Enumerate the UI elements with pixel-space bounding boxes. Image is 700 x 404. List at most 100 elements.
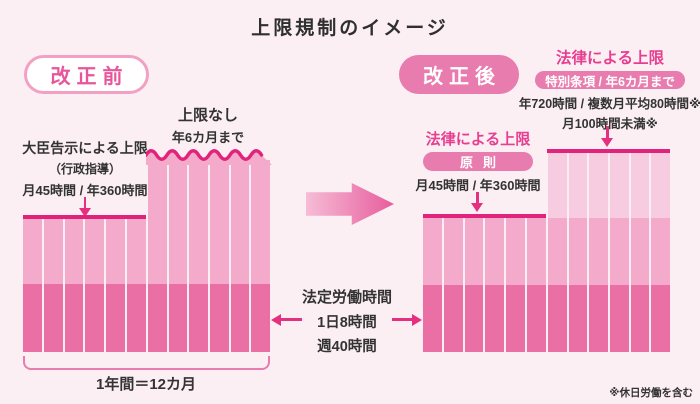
- transition-arrow-icon: [306, 183, 394, 225]
- statutory-line3: 週40時間: [317, 339, 377, 355]
- month-bar-segment-overtime: [64, 219, 84, 284]
- month-bar-segment-overtime: [148, 160, 167, 284]
- month-bar-segment-statutory: [443, 285, 463, 352]
- month-bar: [443, 218, 463, 352]
- month-bar: [210, 160, 229, 352]
- holiday-work-footnote: ※休日労働を含む: [609, 387, 693, 399]
- before-revision-badge: 改正前: [24, 55, 149, 94]
- one-year-label: 1年間＝12カ月: [95, 376, 197, 393]
- month-bar-segment-special_provision: [610, 153, 629, 218]
- before-chart-minister-capped-months: [23, 219, 146, 352]
- month-bar: [464, 218, 484, 352]
- month-bar-segment-statutory: [527, 285, 546, 352]
- minister-cap-annotation: 大臣告示による上限 （行政指導） 月45時間 / 年360時間: [5, 138, 165, 199]
- special-arrow-line: [606, 126, 609, 139]
- month-bar: [43, 219, 63, 352]
- before-principle-cap-line: [23, 215, 146, 219]
- month-bar-segment-statutory: [423, 285, 442, 352]
- statutory-arrow-left-icon: [271, 313, 281, 326]
- after-special-cap-line: [547, 149, 670, 153]
- after-chart-special-months: [548, 153, 671, 352]
- month-bar: [506, 218, 526, 352]
- page-title: 上限規制のイメージ: [251, 18, 449, 39]
- month-bar: [548, 153, 567, 352]
- legal-cap-special-annotation: 法律による上限 特別条項 / 年6カ月まで 年720時間 / 複数月平均80時間…: [518, 46, 700, 132]
- principle-arrow-line: [476, 192, 479, 204]
- month-bar-segment-statutory: [127, 284, 146, 352]
- month-bar-segment-overtime: [464, 218, 484, 285]
- month-bar-segment-statutory: [230, 284, 250, 352]
- month-bar-segment-overtime: [485, 218, 505, 285]
- month-bar-segment-overtime: [527, 218, 546, 285]
- statutory-arrow-right-icon: [412, 313, 422, 326]
- month-bar: [189, 160, 209, 352]
- month-bar-segment-overtime: [610, 218, 629, 285]
- month-bar-segment-statutory: [168, 284, 188, 352]
- month-bar-segment-statutory: [148, 284, 167, 352]
- month-bar-segment-statutory: [251, 284, 271, 352]
- month-bar-segment-overtime: [168, 160, 188, 284]
- month-bar-segment-special_provision: [651, 153, 671, 218]
- minister-cap-line3: 月45時間 / 年360時間: [22, 183, 148, 198]
- month-bar-segment-overtime: [630, 218, 650, 285]
- month-bar-segment-statutory: [548, 285, 567, 352]
- before-revision-badge-label: 改正前: [50, 66, 129, 88]
- month-bar: [127, 219, 146, 352]
- month-bar: [527, 218, 546, 352]
- month-bar-segment-overtime: [127, 219, 146, 284]
- month-bar-segment-overtime: [210, 160, 229, 284]
- statutory-line1: 法定労働時間: [301, 289, 392, 306]
- statutory-hours-annotation: 法定労働時間 1日8時間 週40時間: [287, 286, 407, 356]
- month-bar-segment-overtime: [589, 218, 609, 285]
- month-bar: [630, 153, 650, 352]
- month-bar: [423, 218, 442, 352]
- month-bar-segment-overtime: [230, 160, 250, 284]
- month-bar-segment-special_provision: [589, 153, 609, 218]
- special-provision-pill-label: 特別条項 / 年6カ月まで: [545, 74, 675, 89]
- minister-cap-arrow-down-icon: [78, 208, 91, 217]
- month-bar-segment-overtime: [106, 219, 126, 284]
- legal-cap-principle-annotation: 法律による上限 原則 月45時間 / 年360時間: [403, 128, 553, 194]
- month-bar-segment-overtime: [251, 160, 271, 284]
- month-bar: [85, 219, 105, 352]
- month-bar-segment-overtime: [189, 160, 209, 284]
- month-bar: [230, 160, 250, 352]
- month-bar-segment-statutory: [210, 284, 229, 352]
- month-bar-segment-statutory: [651, 285, 671, 352]
- month-bar: [23, 219, 42, 352]
- month-bar: [589, 153, 609, 352]
- month-bar-segment-overtime: [423, 218, 442, 285]
- one-year-bracket: [23, 356, 270, 370]
- no-limit-line1: 上限なし: [177, 107, 238, 124]
- principle-detail: 月45時間 / 年360時間: [415, 178, 541, 193]
- month-bar: [651, 153, 671, 352]
- statutory-left-arrow-line: [281, 318, 302, 321]
- month-bar: [106, 219, 126, 352]
- minister-cap-arrow-line: [83, 197, 86, 209]
- after-chart-principle-months: [423, 218, 546, 352]
- statutory-line2: 1日8時間: [317, 315, 377, 331]
- special-detail2: 月100時間未満※: [562, 117, 658, 131]
- principle-arrow-down-icon: [471, 203, 483, 212]
- month-bar-segment-statutory: [189, 284, 209, 352]
- month-bar-segment-special_provision: [548, 153, 567, 218]
- month-bar-segment-special_provision: [630, 153, 650, 218]
- month-bar-segment-statutory: [64, 284, 84, 352]
- month-bar-segment-statutory: [106, 284, 126, 352]
- no-limit-annotation: 上限なし 年6カ月まで: [150, 104, 266, 146]
- after-principle-cap-line: [423, 214, 546, 218]
- month-bar-segment-overtime: [568, 218, 588, 285]
- month-bar: [485, 218, 505, 352]
- month-bar-segment-statutory: [630, 285, 650, 352]
- special-arrow-down-icon: [601, 138, 613, 147]
- special-detail1: 年720時間 / 複数月平均80時間※: [518, 97, 700, 111]
- month-bar: [64, 219, 84, 352]
- month-bar-segment-statutory: [506, 285, 526, 352]
- month-bar-segment-statutory: [43, 284, 63, 352]
- minister-cap-line2: （行政指導）: [48, 162, 121, 176]
- legal-cap-principle-heading: 法律による上限: [425, 131, 531, 148]
- month-bar: [148, 160, 167, 352]
- month-bar: [168, 160, 188, 352]
- month-bar-segment-overtime: [443, 218, 463, 285]
